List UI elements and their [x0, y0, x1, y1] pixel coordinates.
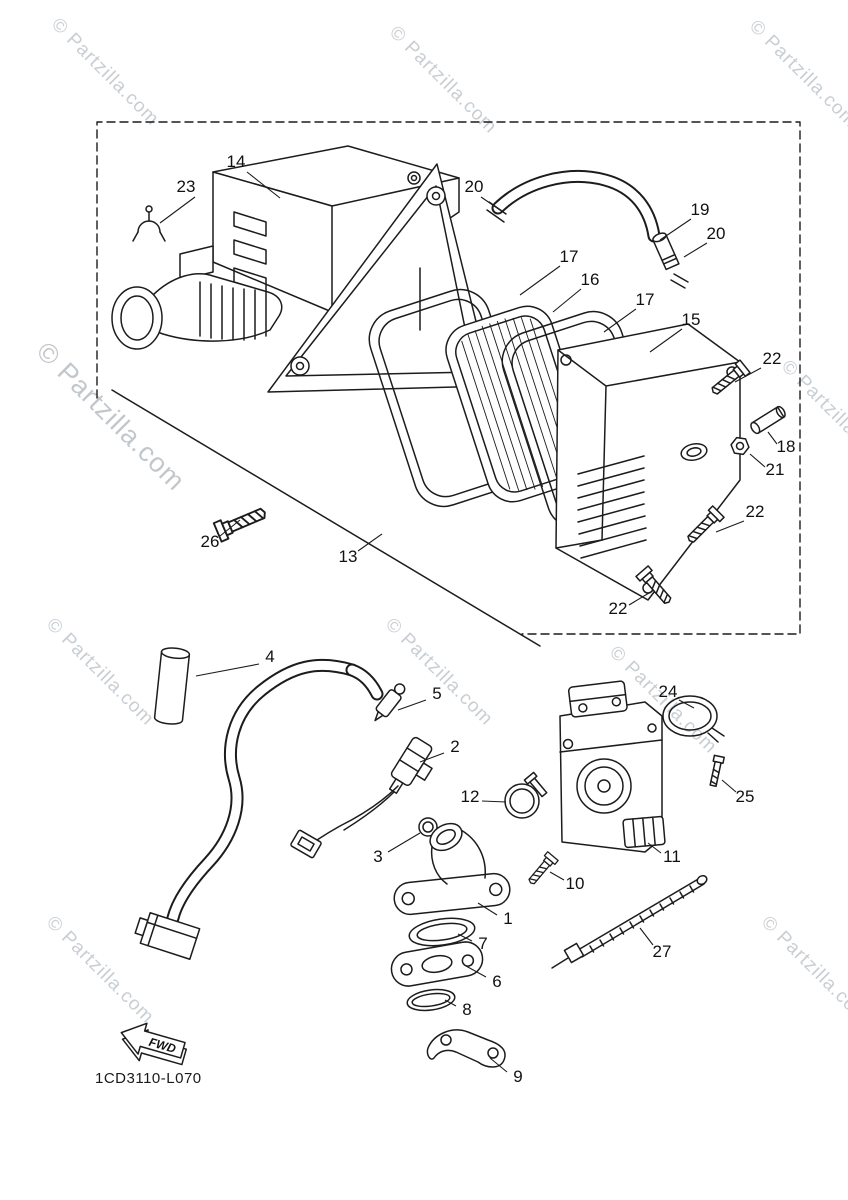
callout-17-a[interactable]: 17 [560, 247, 579, 266]
callout-1[interactable]: 1 [503, 909, 512, 928]
leader-lines [159, 171, 778, 1073]
callout-6[interactable]: 6 [492, 972, 501, 991]
callout-5[interactable]: 5 [432, 684, 441, 703]
assembly-line-13 [111, 389, 541, 647]
callout-17-b[interactable]: 17 [636, 290, 655, 309]
collar-18 [750, 405, 786, 435]
callout-22-b[interactable]: 22 [746, 502, 765, 521]
screw-25 [709, 754, 725, 788]
bolt-10 [524, 851, 559, 888]
mounting-plate-bracket [267, 163, 493, 393]
callout-20-a[interactable]: 20 [465, 177, 484, 196]
callout-10[interactable]: 10 [566, 874, 585, 893]
hose-joint-19 [652, 232, 680, 271]
clamp-24 [662, 695, 725, 743]
throttle-body-11 [559, 680, 666, 853]
fwd-arrow: FWD [120, 1022, 188, 1066]
fuel-injector-2 [388, 736, 433, 795]
hose-end-connector [134, 911, 201, 961]
injector-harness [290, 785, 399, 859]
breather-hose-20-19 [486, 170, 689, 289]
hose-clamp-12 [504, 771, 548, 819]
callout-26[interactable]: 26 [201, 532, 220, 551]
callout-20-b[interactable]: 20 [707, 224, 726, 243]
callout-22-a[interactable]: 22 [763, 349, 782, 368]
hose-clamp-23 [132, 205, 166, 242]
callout-13[interactable]: 13 [339, 547, 358, 566]
callout-27[interactable]: 27 [653, 942, 672, 961]
callout-9[interactable]: 9 [513, 1067, 522, 1086]
callout-23[interactable]: 23 [177, 177, 196, 196]
intake-duct-boot [111, 273, 283, 350]
air-cleaner-case-14 [179, 145, 460, 313]
callout-11[interactable]: 11 [663, 847, 681, 866]
hose-4 [153, 647, 191, 725]
air-cleaner-cover-15 [555, 323, 741, 601]
callout-4[interactable]: 4 [265, 647, 274, 666]
fuel-hose [134, 658, 384, 961]
diagram-code: 1CD3110-L070 [95, 1070, 202, 1087]
cable-tie-27 [551, 874, 708, 969]
callout-2[interactable]: 2 [450, 737, 459, 756]
callout-16[interactable]: 16 [581, 270, 600, 289]
callout-24[interactable]: 24 [659, 682, 678, 701]
callout-7[interactable]: 7 [478, 934, 487, 953]
nut-21 [730, 436, 750, 456]
insulator-plate-6 [390, 941, 484, 987]
sensor-5 [374, 683, 406, 722]
bolt-26 [212, 502, 270, 543]
callout-8[interactable]: 8 [462, 1000, 471, 1019]
intake-joint-1 [393, 822, 511, 916]
callout-14[interactable]: 14 [227, 152, 246, 171]
o-ring-8 [406, 988, 456, 1012]
callout-22-c[interactable]: 22 [609, 599, 628, 618]
callout-18[interactable]: 18 [777, 437, 796, 456]
callout-12[interactable]: 12 [461, 787, 480, 806]
hose-clamp-20-b [670, 273, 689, 289]
harness-connector [290, 829, 322, 859]
callout-25[interactable]: 25 [736, 787, 755, 806]
callout-3[interactable]: 3 [373, 847, 382, 866]
callout-21[interactable]: 21 [766, 460, 785, 479]
boundary-box [96, 121, 801, 647]
callout-15[interactable]: 15 [682, 310, 701, 329]
callout-19[interactable]: 19 [691, 200, 710, 219]
bracket-9 [426, 1029, 506, 1068]
o-ring-3 [418, 817, 438, 837]
